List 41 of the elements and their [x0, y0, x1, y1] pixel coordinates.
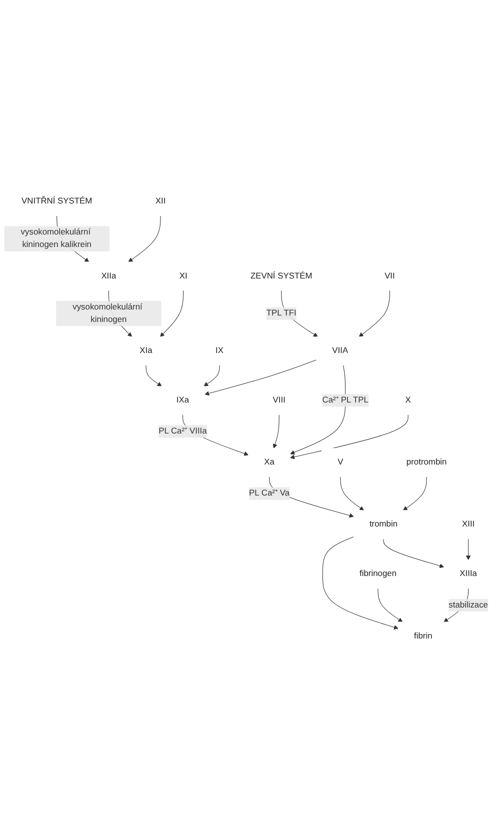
arrow — [160, 290, 184, 337]
node-text: protrombin — [406, 457, 447, 466]
edge-label: PL Ca²⁺ Va — [249, 488, 290, 498]
arrow — [466, 538, 471, 560]
node-text: IXa — [176, 395, 190, 404]
arrow — [290, 414, 408, 459]
node-text: VIIA — [332, 346, 348, 355]
node-text: XIa — [140, 346, 152, 355]
edge-label: Ca²⁺ PL TPL — [322, 395, 368, 404]
arrow — [378, 588, 403, 622]
node-text: fibrin — [414, 631, 432, 640]
node-text: VII — [384, 271, 395, 280]
arrow — [272, 414, 280, 448]
node-text: IX — [215, 346, 224, 355]
arrow — [403, 476, 427, 510]
arrow — [340, 476, 364, 510]
arrow — [322, 536, 398, 630]
node-text: XIIIa — [460, 569, 477, 578]
arrow — [146, 364, 162, 386]
node-text: XII — [155, 196, 166, 206]
arrow — [383, 538, 444, 568]
node-text: VIII — [272, 395, 286, 404]
arrow — [204, 364, 220, 386]
arrow — [358, 290, 390, 337]
edge-label: vysokomolekulární kininogen — [72, 302, 142, 324]
edge-label: vysokomolekulární kininogen kalikrein — [20, 227, 92, 249]
edge-label: PL Ca²⁺ VIIIa — [158, 426, 207, 436]
node-text: XIIa — [101, 271, 116, 280]
node-text: trombin — [369, 520, 398, 529]
edge-label: stabilizace — [448, 600, 488, 610]
node-text: VNITŘNÍ SYSTÉM — [22, 196, 92, 206]
edge-label: TPL TFI — [266, 308, 296, 318]
node-text: XIII — [462, 520, 475, 529]
arrow — [204, 359, 317, 396]
node-text: XI — [179, 271, 188, 280]
arrow — [290, 364, 346, 454]
node-text: Xa — [264, 457, 274, 466]
node-text: ZEVNÍ SYSTÉM — [250, 271, 312, 280]
node-text: X — [405, 395, 411, 404]
arrow — [128, 215, 161, 262]
node-text: fibrinogen — [360, 569, 396, 578]
